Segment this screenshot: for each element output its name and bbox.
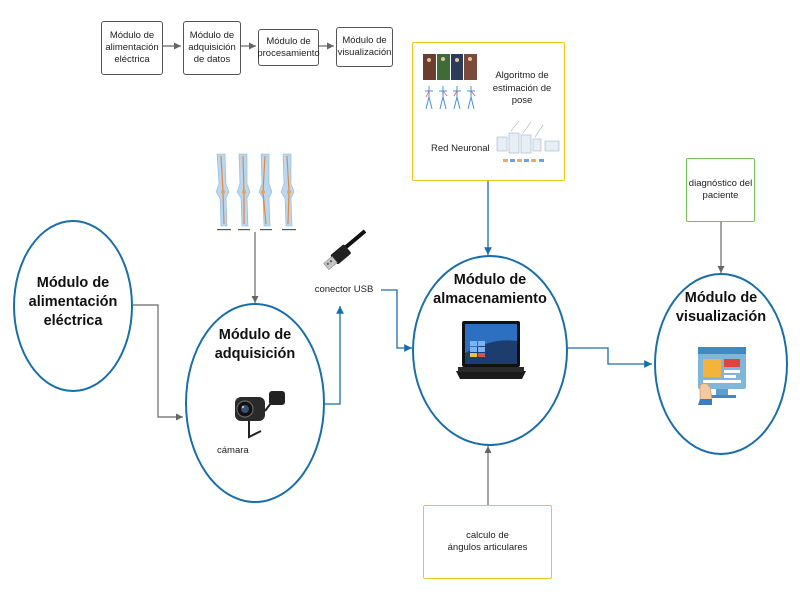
- visualization-module-title: Módulo de visualización: [675, 290, 767, 325]
- laptop-icon: [454, 319, 528, 389]
- knee-xray-illustration: [213, 152, 299, 232]
- top-step-visualization-label: Módulo de visualización: [337, 35, 392, 58]
- dashboard-screen-icon: [696, 345, 748, 407]
- top-step-visualization: Módulo de visualización: [336, 27, 393, 67]
- network-label: Red Neuronal: [431, 143, 490, 154]
- pose-skeletons: [423, 83, 479, 111]
- top-step-processing-label: Módulo de procesamiento: [257, 35, 320, 59]
- visualization-module-circle: Módulo de visualización: [654, 273, 788, 455]
- camera-label: cámara: [217, 445, 249, 456]
- power-module-title: Módulo de alimentación eléctrica: [28, 275, 118, 329]
- arrow-power-acquisition: [133, 304, 183, 421]
- top-step-acquisition: Módulo de adquisición de datos: [183, 21, 241, 75]
- arrow-usb-storage: [381, 289, 412, 352]
- algorithm-title: Algoritmo de estimación de pose: [492, 70, 552, 106]
- top-step-acquisition-label: Módulo de adquisición de datos: [188, 30, 236, 65]
- top-step-power-label: Módulo de alimentación eléctrica: [105, 30, 159, 65]
- top-step-processing: Módulo de procesamiento: [257, 29, 320, 66]
- power-module-circle: Módulo de alimentación eléctrica: [13, 220, 133, 392]
- acquisition-module-circle: Módulo de adquisición cámara: [185, 303, 325, 503]
- diagnosis-box: diagnóstico del paciente: [686, 158, 755, 222]
- top-step-power: Módulo de alimentación eléctrica: [101, 21, 163, 75]
- algorithm-box: Algoritmo de estimación de pose Red Neur…: [412, 42, 565, 181]
- acquisition-module-title: Módulo de adquisición: [214, 327, 296, 362]
- arrow-acquisition-usb: [324, 306, 344, 405]
- pose-photos-thumbnail: [423, 54, 477, 80]
- angles-box: calculo de ángulos articulares: [423, 505, 552, 579]
- usb-label: conector USB: [314, 284, 374, 295]
- angles-label: calculo de ángulos articulares: [447, 530, 528, 553]
- neural-network-diagram: [495, 119, 563, 169]
- storage-module-circle: Módulo de almacenamiento: [412, 255, 568, 446]
- arrow-storage-visualization: [568, 347, 652, 368]
- storage-module-title: Módulo de almacenamiento: [433, 272, 547, 307]
- diagnosis-label: diagnóstico del paciente: [688, 178, 753, 201]
- webcam-icon: [231, 385, 291, 441]
- usb-cable-icon: [320, 229, 367, 275]
